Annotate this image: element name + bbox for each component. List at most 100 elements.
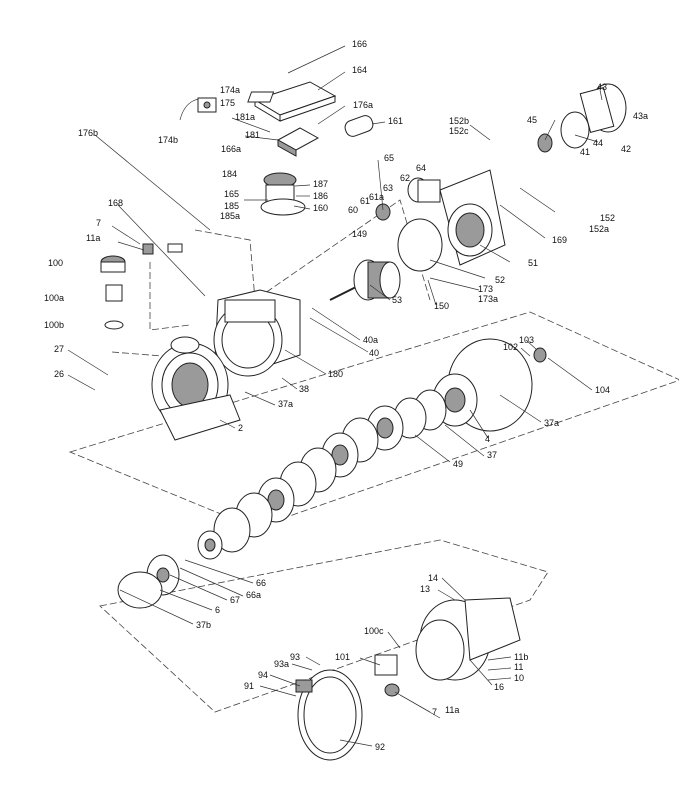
label-26: 26 <box>54 369 64 379</box>
label-186: 186 <box>313 191 328 201</box>
label-40a: 40a <box>363 335 378 345</box>
label-93: 93 <box>290 652 300 662</box>
label-14: 14 <box>428 573 438 583</box>
bearing-cap <box>375 177 441 221</box>
label-67: 67 <box>230 595 240 605</box>
fan-cover <box>537 83 627 153</box>
label-94: 94 <box>258 670 268 680</box>
label-152: 152 <box>600 213 615 223</box>
label-102: 102 <box>503 342 518 352</box>
label-44: 44 <box>593 138 603 148</box>
label-11a-lower: 11a <box>445 705 459 715</box>
label-185a: 185a <box>220 211 240 221</box>
label-43a: 43a <box>633 111 648 121</box>
label-63: 63 <box>383 183 393 193</box>
label-11a: 11a <box>86 233 100 243</box>
label-42: 42 <box>621 144 631 154</box>
cable-coil <box>179 97 217 121</box>
label-165: 165 <box>224 189 239 199</box>
label-10: 10 <box>514 673 524 683</box>
label-6: 6 <box>215 605 220 615</box>
label-173a: 173a <box>478 294 498 304</box>
assembly-outline-stages <box>68 311 679 529</box>
label-150: 150 <box>434 301 449 311</box>
label-152a: 152a <box>589 224 609 234</box>
label-43: 43 <box>597 82 607 92</box>
label-100c: 100c <box>364 626 384 636</box>
label-45: 45 <box>527 115 537 125</box>
label-27: 27 <box>54 344 64 354</box>
label-100b: 100b <box>44 320 64 330</box>
label-168: 168 <box>108 198 123 208</box>
label-49: 49 <box>453 459 463 469</box>
label-37a: 37a <box>278 399 293 409</box>
label-37a-lower: 37a <box>544 418 559 428</box>
label-37: 37 <box>487 450 497 460</box>
clamp-ring <box>295 669 363 761</box>
rotor <box>329 259 401 301</box>
label-92: 92 <box>375 742 385 752</box>
label-161: 161 <box>388 116 403 126</box>
label-65: 65 <box>384 153 394 163</box>
label-103: 103 <box>519 335 534 345</box>
stator-flange <box>397 169 506 272</box>
label-40: 40 <box>369 348 379 358</box>
pump-head-housing <box>151 336 241 441</box>
label-175: 175 <box>220 98 235 108</box>
control-module <box>260 172 306 216</box>
label-176b: 176b <box>78 128 98 138</box>
label-13: 13 <box>420 584 430 594</box>
base-housing <box>374 597 521 697</box>
display-cover <box>247 81 337 122</box>
stage-stack <box>197 338 533 560</box>
label-169: 169 <box>552 235 567 245</box>
label-100: 100 <box>48 258 63 268</box>
label-166: 166 <box>352 39 367 49</box>
label-149: 149 <box>352 229 367 239</box>
label-152b: 152b <box>449 116 469 126</box>
assembly-outline-base <box>99 539 549 713</box>
label-104: 104 <box>595 385 610 395</box>
label-41: 41 <box>580 147 590 157</box>
label-166a: 166a <box>221 144 241 154</box>
label-4: 4 <box>485 434 490 444</box>
label-52: 52 <box>495 275 505 285</box>
label-64: 64 <box>416 163 426 173</box>
end-plates <box>117 347 547 609</box>
label-100a: 100a <box>44 293 64 303</box>
label-181: 181 <box>245 130 260 140</box>
label-152c: 152c <box>449 126 469 136</box>
label-11b: 11b <box>514 652 528 662</box>
label-101: 101 <box>335 652 350 662</box>
label-176a: 176a <box>353 100 373 110</box>
label-37b: 37b <box>196 620 211 630</box>
label-180: 180 <box>328 369 343 379</box>
label-174a: 174a <box>220 85 240 95</box>
label-91: 91 <box>244 681 254 691</box>
label-11: 11 <box>514 662 523 672</box>
leader-lines <box>67 45 603 747</box>
label-7-lower: 7 <box>432 707 437 717</box>
label-61a: 61a <box>369 192 384 202</box>
label-60: 60 <box>348 205 358 215</box>
label-66a: 66a <box>246 590 261 600</box>
label-174b: 174b <box>158 135 178 145</box>
label-164: 164 <box>352 65 367 75</box>
label-66: 66 <box>256 578 266 588</box>
capacitor <box>344 115 374 137</box>
label-53: 53 <box>392 295 402 305</box>
label-61: 61 <box>360 196 370 206</box>
label-62: 62 <box>400 173 410 183</box>
label-93a: 93a <box>274 659 289 669</box>
label-181a: 181a <box>235 112 255 122</box>
label-160: 160 <box>313 203 328 213</box>
label-7: 7 <box>96 218 101 228</box>
motor-housing <box>213 289 301 377</box>
terminal-block <box>276 127 320 157</box>
label-38: 38 <box>299 384 309 394</box>
label-16: 16 <box>494 682 504 692</box>
label-187: 187 <box>313 179 328 189</box>
label-173: 173 <box>478 284 493 294</box>
label-184: 184 <box>222 169 237 179</box>
